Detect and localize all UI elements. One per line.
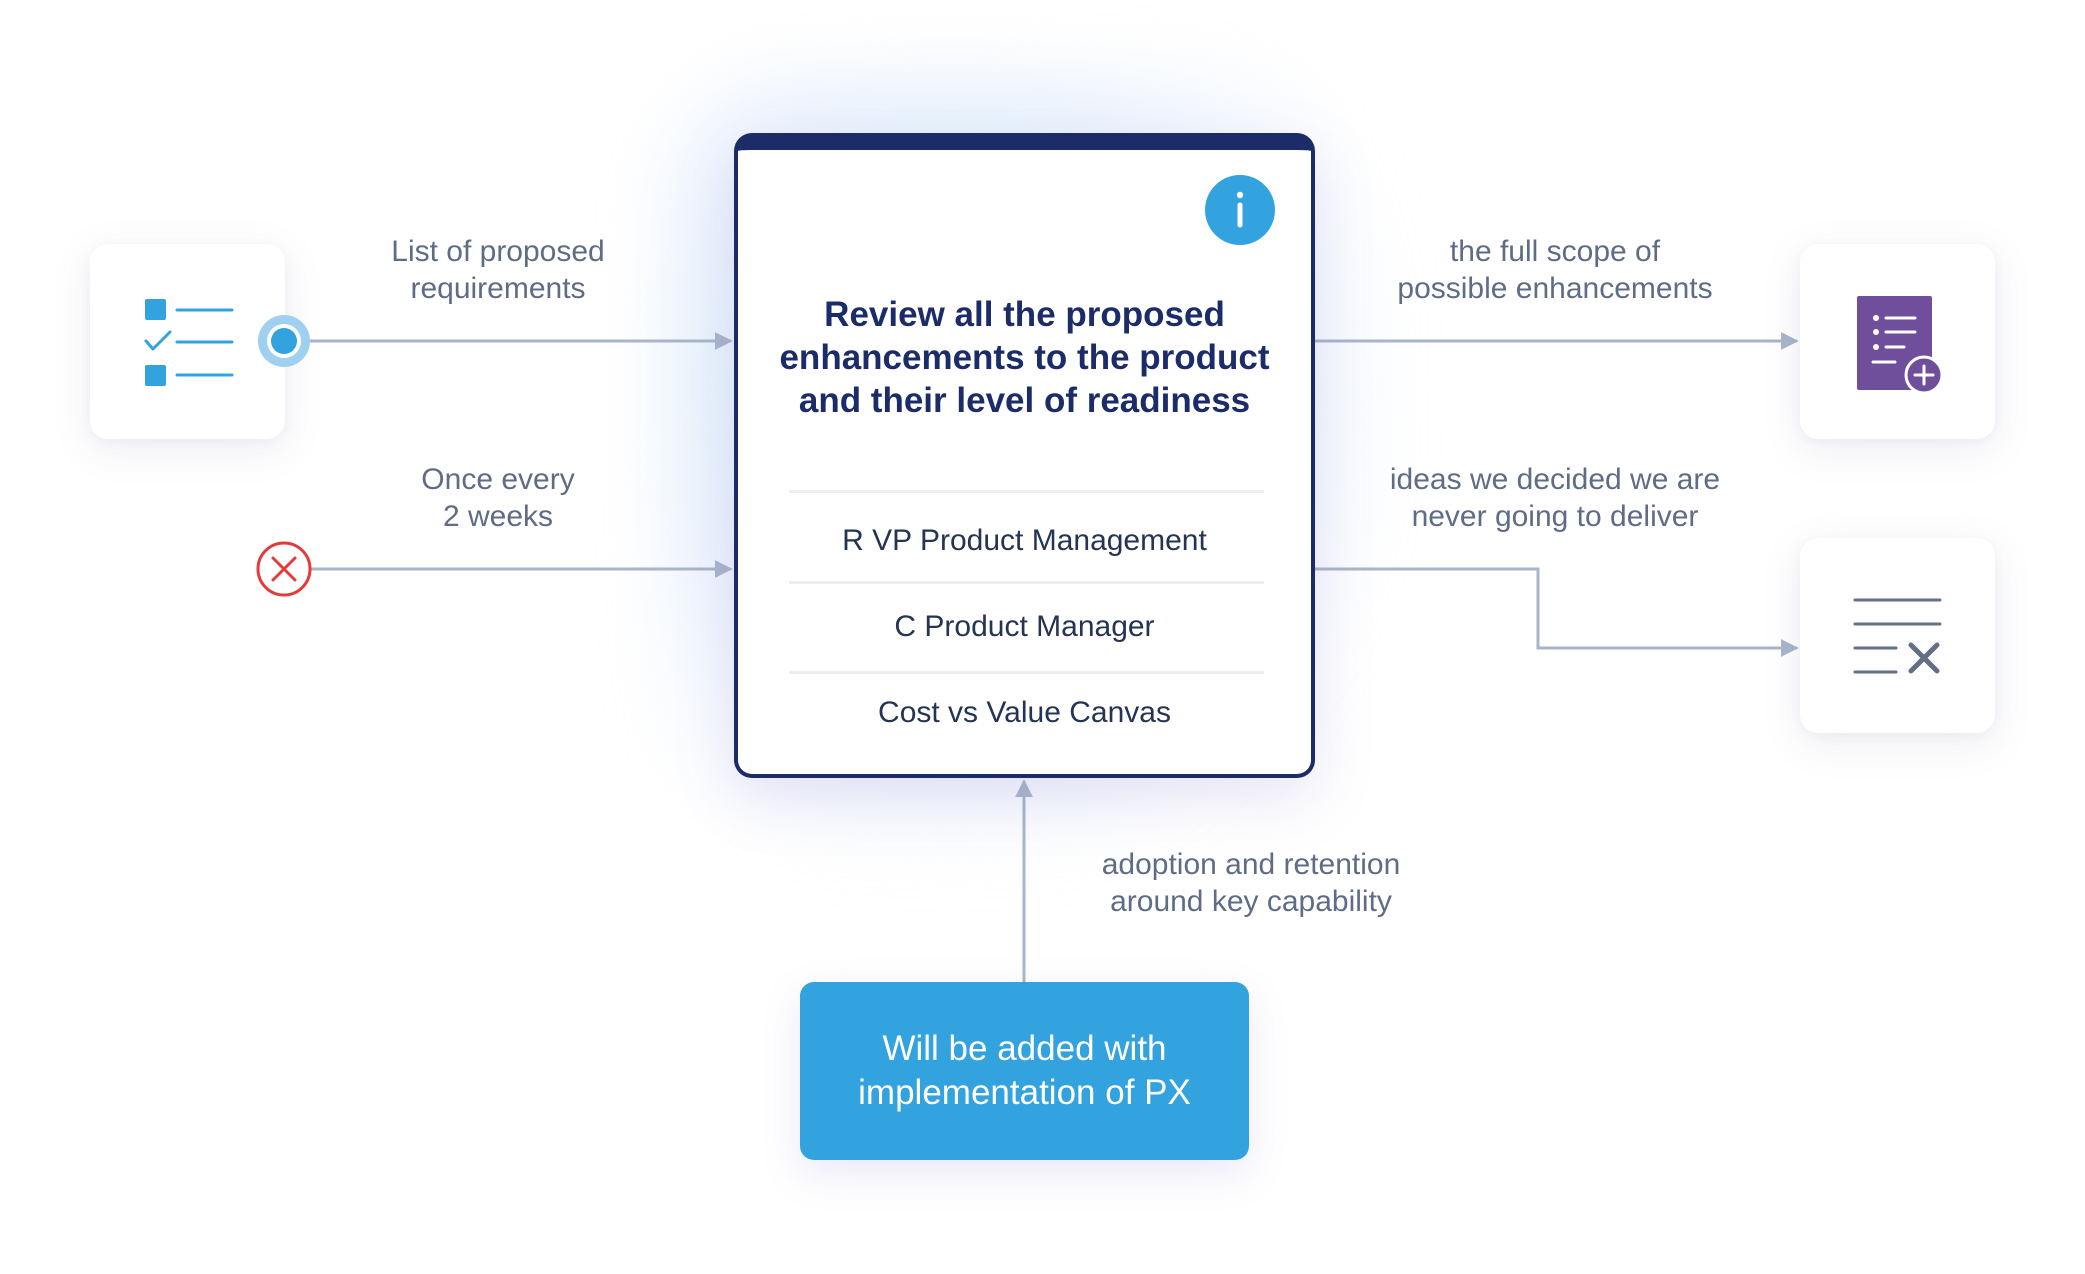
label-output-full-scope: the full scope of possible enhancements	[1397, 233, 1712, 307]
close-circle-icon[interactable]	[255, 540, 313, 598]
pending-input-box[interactable]: Will be added with implementation of PX	[800, 982, 1249, 1160]
label-line: adoption and retention	[1101, 848, 1401, 881]
main-activity-card[interactable]: Review all the proposed enhancements to …	[734, 133, 1315, 778]
label-line: the full scope of	[1449, 235, 1661, 268]
connector-output-2	[1315, 567, 1799, 657]
label-line: ideas we decided we are	[1389, 463, 1721, 496]
label-line: requirements	[410, 272, 586, 305]
output-card-rejected[interactable]	[1800, 538, 1995, 733]
blue-dot-icon[interactable]	[256, 313, 312, 369]
document-add-icon	[1857, 296, 1944, 395]
input-card-requirements[interactable]	[90, 244, 285, 439]
divider	[789, 671, 1264, 674]
label-output-rejected: ideas we decided we are never going to d…	[1390, 461, 1720, 535]
checklist-icon	[144, 299, 234, 386]
list-remove-icon	[1853, 598, 1942, 674]
divider	[789, 490, 1264, 493]
label-line: never going to deliver	[1411, 500, 1699, 533]
label-line: 2 weeks	[442, 500, 554, 533]
box-line: implementation of PX	[858, 1073, 1191, 1112]
tool-name: Cost vs Value Canvas	[878, 696, 1171, 729]
label-input-frequency: Once every 2 weeks	[421, 461, 574, 535]
info-button[interactable]	[1205, 175, 1275, 245]
responsible-role: R VP Product Management	[842, 524, 1207, 557]
label-line: possible enhancements	[1397, 272, 1713, 305]
label-bottom-input: adoption and retention around key capabi…	[1102, 846, 1401, 920]
label-line: List of proposed	[391, 235, 605, 268]
divider	[789, 581, 1264, 584]
label-input-requirements: List of proposed requirements	[391, 233, 604, 307]
box-line: Will be added with	[882, 1029, 1167, 1068]
info-icon	[1236, 191, 1244, 228]
label-line: around key capability	[1110, 885, 1392, 918]
label-line: Once every	[421, 463, 575, 496]
output-card-full-scope[interactable]	[1800, 244, 1995, 439]
consulted-role: C Product Manager	[894, 610, 1155, 643]
main-card-title: Review all the proposed enhancements to …	[779, 295, 1270, 420]
